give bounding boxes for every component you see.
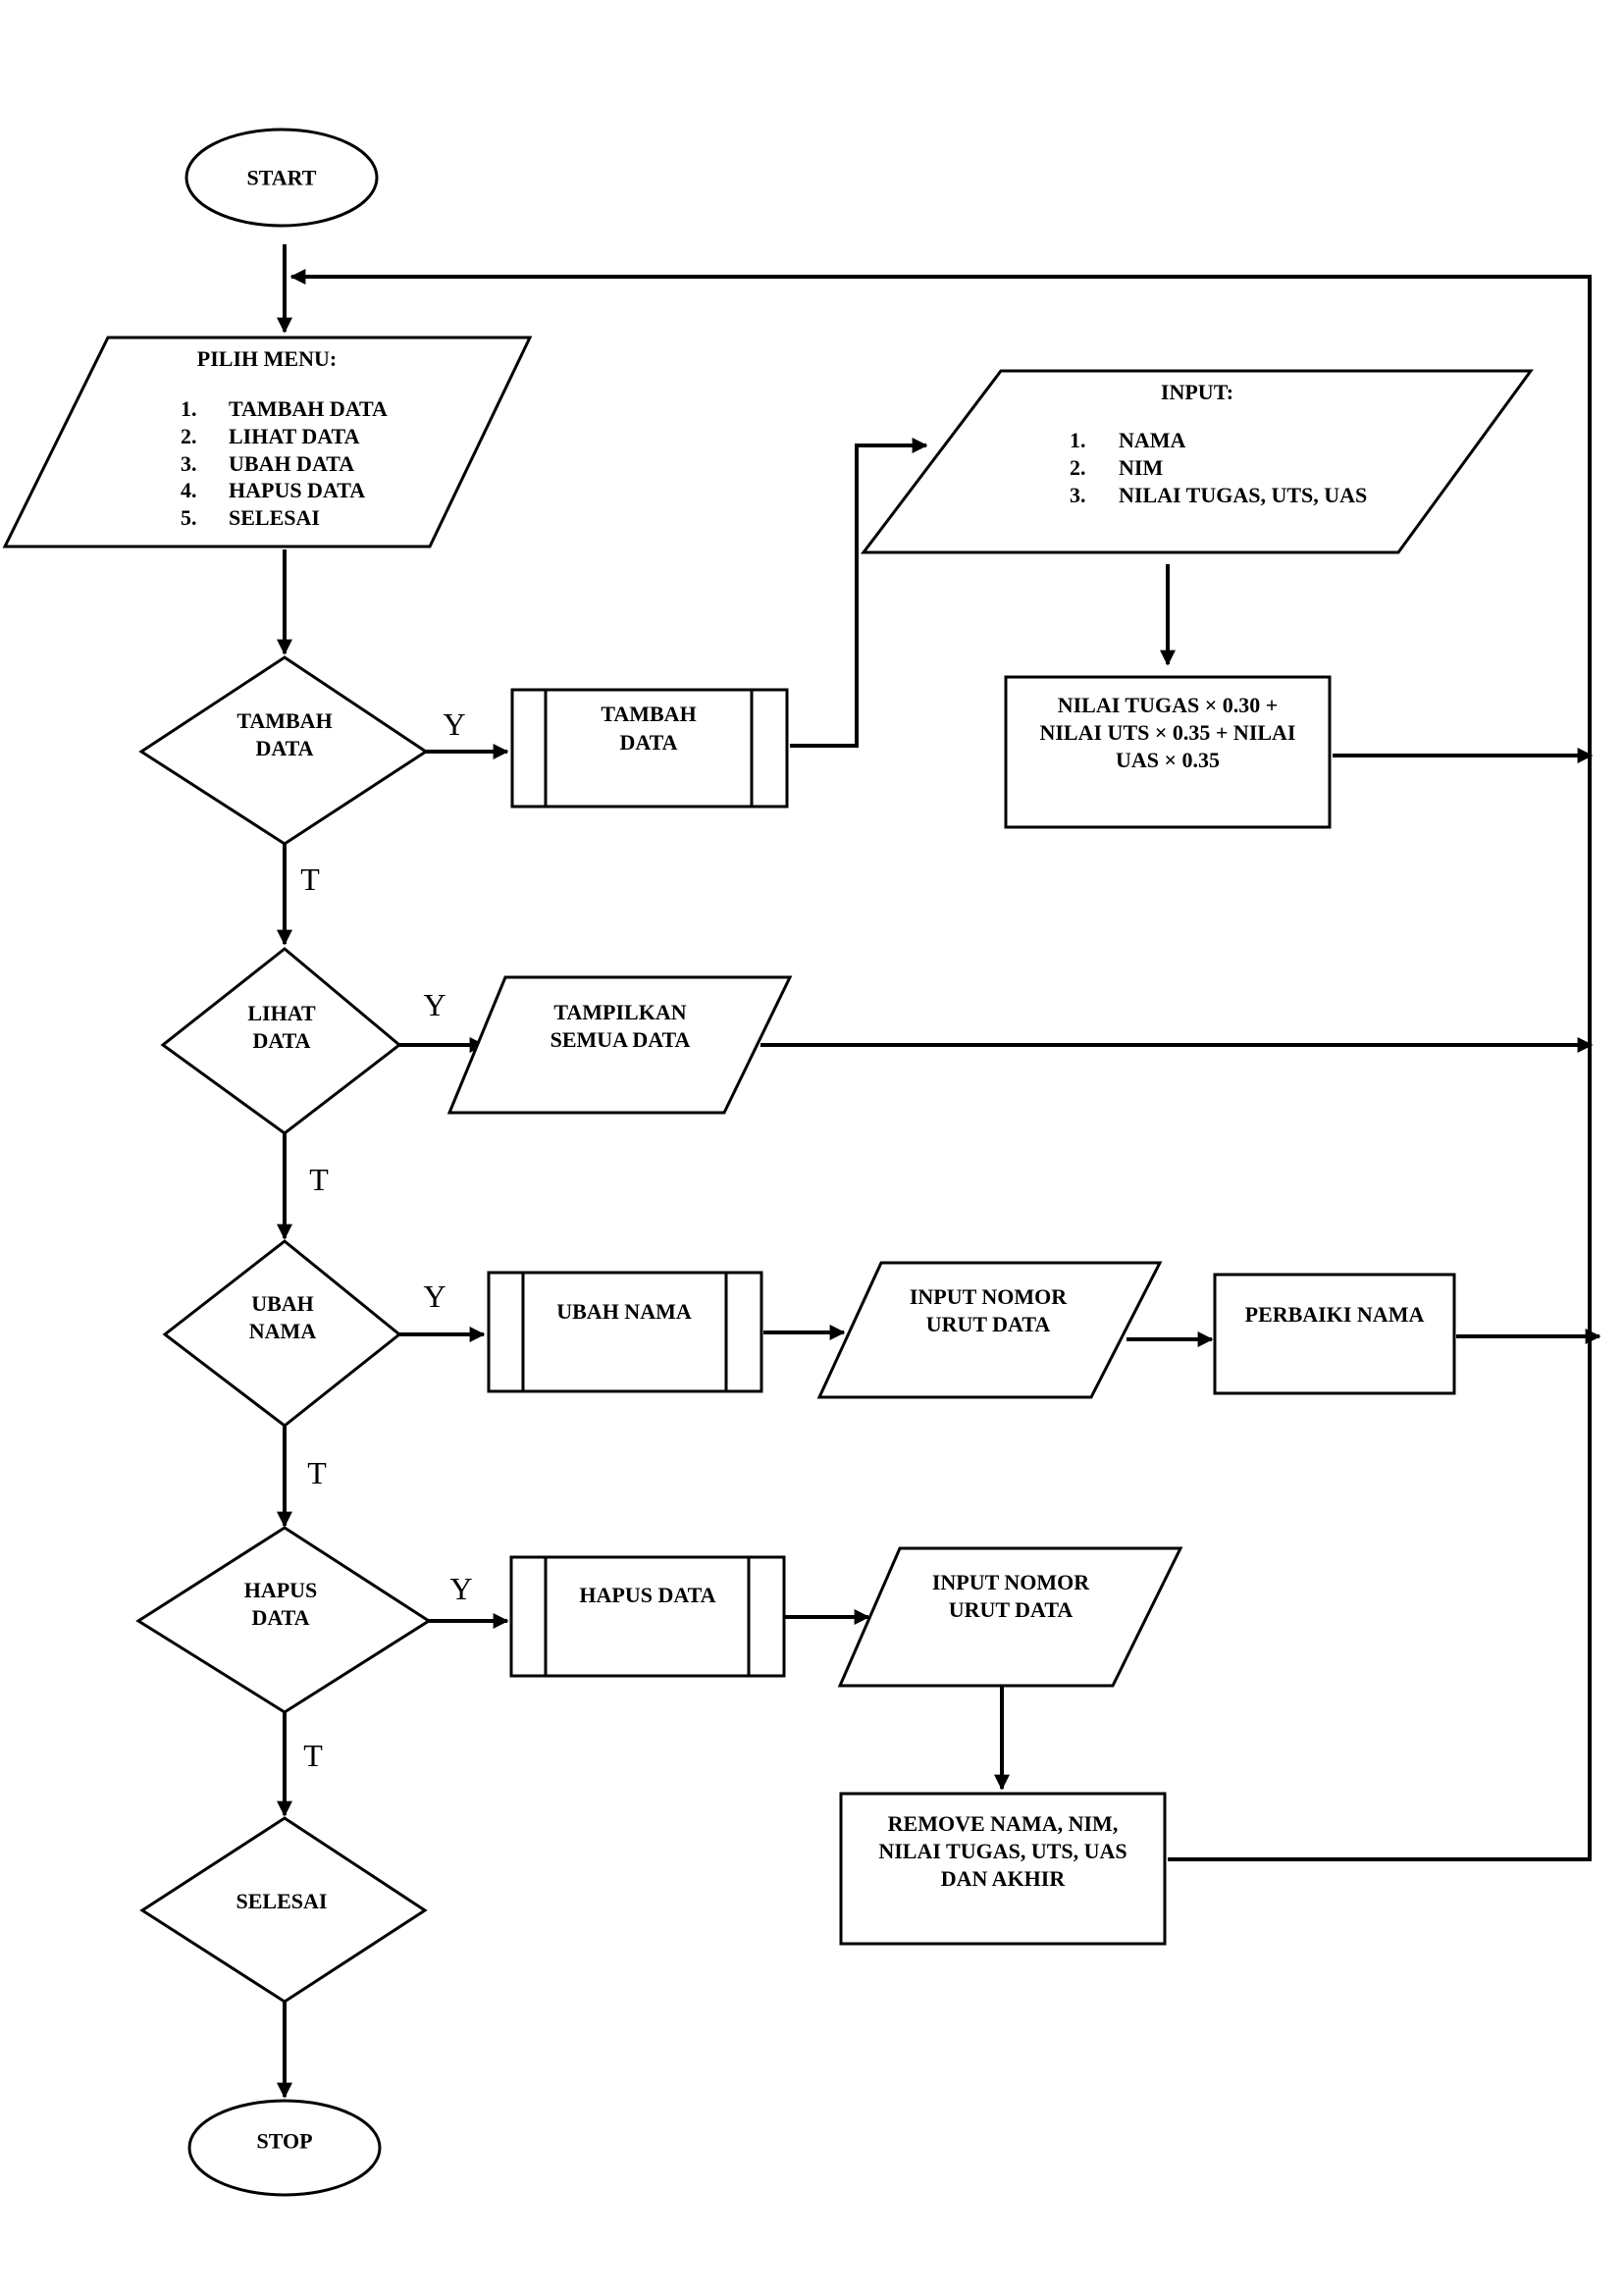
input-item-num: 2. (1070, 455, 1086, 480)
input-item-num: 1. (1070, 428, 1086, 452)
yes-label-tambah: Y (443, 706, 465, 742)
input-title: INPUT: (1161, 380, 1233, 404)
input-nomor-ubah-line1: INPUT NOMOR (910, 1284, 1068, 1309)
decision-selesai-label: SELESAI (236, 1889, 328, 1913)
decision-hapus-data: HAPUS DATA (135, 1526, 432, 1714)
decision-ubah-line1: UBAH (251, 1291, 314, 1316)
formula-line3: UAS × 0.35 (1116, 748, 1220, 772)
menu-list: 1. TAMBAH DATA 2. LIHAT DATA 3. UBAH DAT… (181, 396, 388, 530)
input-item-nilai: NILAI TUGAS, UTS, UAS (1119, 483, 1367, 507)
formula-line2: NILAI UTS × 0.35 + NILAI (1039, 720, 1295, 745)
decision-selesai: SELESAI (139, 1816, 428, 2004)
edge-loop-back-to-menu (289, 269, 1592, 1861)
input-nomor-hapus-line2: URUT DATA (949, 1597, 1074, 1622)
remove-line3: DAN AKHIR (941, 1866, 1067, 1891)
process-hapus-label: HAPUS DATA (579, 1583, 715, 1607)
menu-item-num: 5. (181, 505, 197, 530)
remove-line2: NILAI TUGAS, UTS, UAS (878, 1839, 1126, 1863)
decision-lihat-line1: LIHAT (247, 1001, 316, 1025)
input-item-nim: NIM (1119, 455, 1163, 480)
decision-ubah-line2: NAMA (249, 1319, 317, 1343)
no-label-tambah: T (300, 861, 320, 897)
connectors (277, 244, 1601, 2099)
menu-item-hapus: HAPUS DATA (229, 478, 365, 502)
menu-item-num: 4. (181, 478, 197, 502)
process-remove: REMOVE NAMA, NIM, NILAI TUGAS, UTS, UAS … (839, 1792, 1167, 1946)
yes-label-hapus: Y (449, 1571, 472, 1606)
process-tambah-data: TAMBAH DATA (510, 688, 789, 808)
no-label-ubah: T (307, 1455, 327, 1490)
tampilkan-line2: SEMUA DATA (550, 1027, 691, 1052)
decision-ubah-nama: UBAH NAMA (162, 1239, 402, 1428)
menu-item-lihat: LIHAT DATA (229, 424, 360, 448)
input-data-box: INPUT: 1. NAMA 2. NIM 3. NILAI TUGAS, UT… (860, 369, 1534, 554)
process-ubah-nama: UBAH NAMA (487, 1271, 763, 1393)
start-terminal: START (184, 128, 379, 228)
yes-label-lihat: Y (423, 987, 445, 1022)
menu-title: PILIH MENU: (197, 346, 337, 371)
input-item-nama: NAMA (1119, 428, 1186, 452)
input-list: 1. NAMA 2. NIM 3. NILAI TUGAS, UTS, UAS (1070, 428, 1367, 507)
output-tampilkan: TAMPILKAN SEMUA DATA (446, 975, 793, 1115)
decision-lihat-data: LIHAT DATA (160, 947, 402, 1135)
process-perbaiki-nama: PERBAIKI NAMA (1213, 1273, 1456, 1395)
process-tambah-line2: DATA (619, 730, 677, 755)
process-hapus-data: HAPUS DATA (509, 1555, 786, 1678)
no-label-lihat: T (309, 1162, 329, 1197)
menu-item-num: 1. (181, 396, 197, 421)
tampilkan-line1: TAMPILKAN (553, 1000, 686, 1024)
edge-proc-tambah-to-input (790, 438, 928, 748)
decision-tambah-line2: DATA (255, 736, 313, 760)
decision-tambah-line1: TAMBAH (236, 708, 332, 733)
remove-line1: REMOVE NAMA, NIM, (888, 1811, 1119, 1836)
stop-label: STOP (256, 2129, 312, 2154)
decision-lihat-line2: DATA (252, 1028, 310, 1053)
menu-item-num: 2. (181, 424, 197, 448)
menu-input-box: PILIH MENU: 1. TAMBAH DATA 2. LIHAT DATA… (2, 336, 533, 548)
menu-item-selesai: SELESAI (229, 505, 320, 530)
input-item-num: 3. (1070, 483, 1086, 507)
menu-item-num: 3. (181, 451, 197, 476)
process-tambah-line1: TAMBAH (601, 702, 696, 726)
no-label-hapus: T (303, 1738, 323, 1773)
input-nomor-ubah: INPUT NOMOR URUT DATA (816, 1261, 1163, 1399)
start-label: START (247, 166, 317, 190)
decision-hapus-line1: HAPUS (244, 1578, 318, 1602)
decision-tambah-data: TAMBAH DATA (138, 655, 429, 846)
menu-item-tambah: TAMBAH DATA (229, 396, 388, 421)
formula-line1: NILAI TUGAS × 0.30 + (1058, 693, 1279, 717)
input-nomor-hapus: INPUT NOMOR URUT DATA (837, 1546, 1183, 1688)
decision-hapus-line2: DATA (251, 1605, 309, 1630)
perbaiki-label: PERBAIKI NAMA (1245, 1302, 1425, 1327)
input-nomor-ubah-line2: URUT DATA (926, 1312, 1051, 1336)
input-nomor-hapus-line1: INPUT NOMOR (932, 1570, 1090, 1594)
yes-label-ubah: Y (423, 1278, 445, 1314)
menu-item-ubah: UBAH DATA (229, 451, 354, 476)
process-formula: NILAI TUGAS × 0.30 + NILAI UTS × 0.35 + … (1004, 675, 1332, 829)
stop-terminal: STOP (187, 2099, 382, 2197)
process-ubah-label: UBAH NAMA (556, 1299, 692, 1324)
